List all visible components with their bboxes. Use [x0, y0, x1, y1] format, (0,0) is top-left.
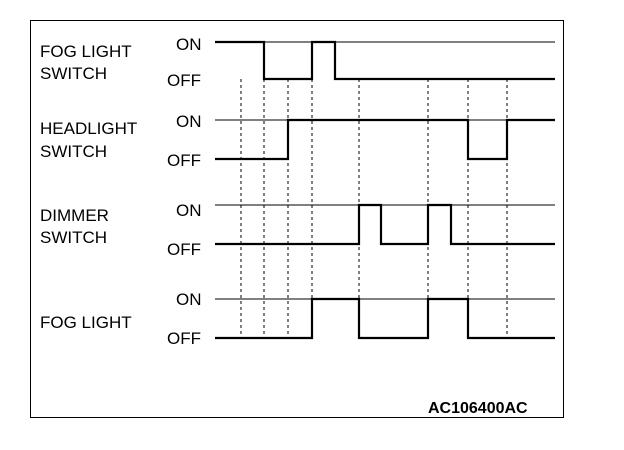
diagram-frame [30, 20, 564, 418]
fog-light-switch-label-line1: FOG LIGHT [40, 42, 132, 61]
fog-light-off-label: OFF [167, 329, 201, 348]
figure-code: AC106400AC [428, 400, 528, 417]
fog-light-switch-off-label: OFF [167, 71, 201, 90]
dimmer-switch-on-label: ON [176, 201, 202, 220]
headlight-switch-label-line1: HEADLIGHT [40, 119, 137, 138]
dimmer-switch-label: DIMMER SWITCH [40, 206, 109, 247]
headlight-switch-on-label: ON [176, 112, 202, 131]
headlight-switch-off-label: OFF [167, 151, 201, 170]
fog-light-switch-on-label: ON [176, 35, 202, 54]
headlight-switch-waveform [215, 118, 555, 161]
headlight-switch-label: HEADLIGHT SWITCH [40, 119, 137, 161]
fog-light-switch-waveform [215, 40, 555, 81]
dimmer-switch-off-label: OFF [167, 240, 201, 259]
dimmer-switch-label-line1: DIMMER [40, 206, 109, 225]
fog-light-label: FOG LIGHT [40, 313, 132, 332]
dimmer-switch-waveform [215, 203, 555, 246]
fog-light-waveform [215, 297, 555, 340]
fog-light-on-label: ON [176, 290, 202, 309]
fog-light-switch-label: FOG LIGHT SWITCH [40, 42, 132, 83]
dimmer-switch-label-line2: SWITCH [40, 228, 107, 247]
on-reference-lines [215, 41, 555, 300]
waveforms [215, 40, 555, 340]
fog-light-switch-label-line2: SWITCH [40, 64, 107, 83]
headlight-switch-label-line2: SWITCH [40, 142, 107, 161]
